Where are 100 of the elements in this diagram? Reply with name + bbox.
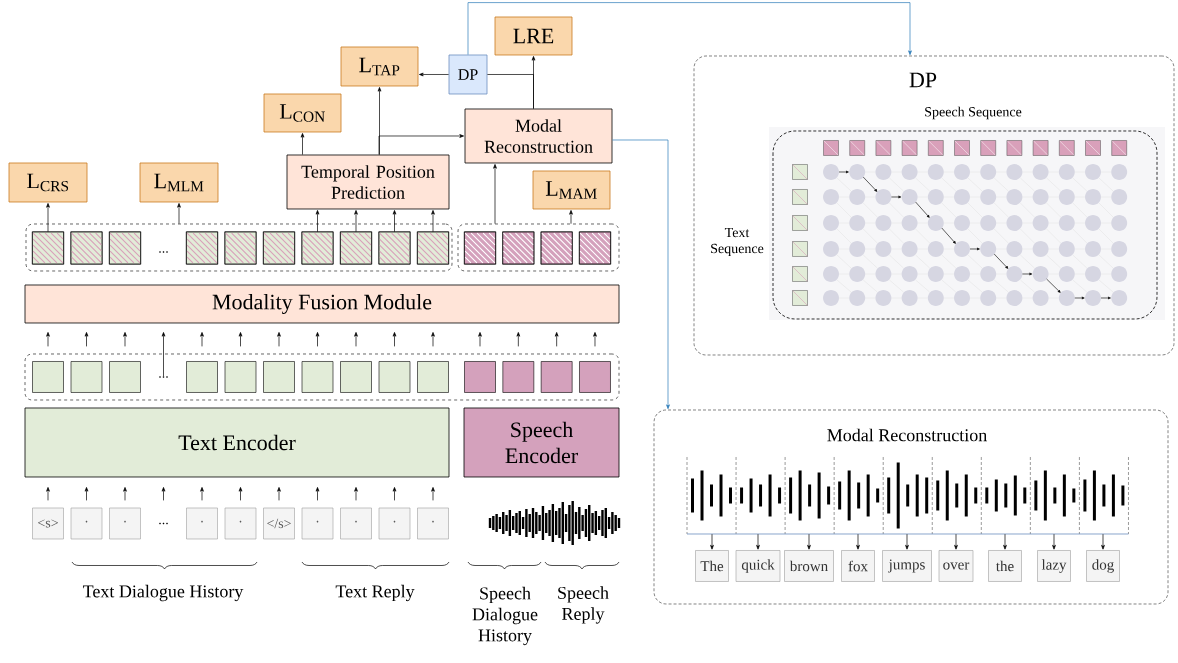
arrow bbox=[710, 533, 714, 550]
input-token-box: </s> bbox=[263, 507, 295, 540]
input-token-box: · bbox=[340, 507, 372, 540]
arrow bbox=[954, 533, 958, 550]
hatched-token bbox=[185, 231, 219, 265]
panel-title: DP bbox=[909, 72, 937, 88]
waveform-segment bbox=[838, 470, 880, 521]
word-box: dog bbox=[1086, 550, 1120, 582]
arrow bbox=[161, 487, 166, 501]
token-square bbox=[340, 361, 372, 393]
arrow bbox=[277, 332, 281, 347]
arrow bbox=[612, 139, 670, 410]
arrow bbox=[46, 332, 50, 347]
input-token-box: · bbox=[186, 507, 218, 540]
word-box: fox bbox=[841, 550, 875, 582]
hatched-token bbox=[463, 231, 497, 265]
encoder-box: Text Encoder bbox=[24, 407, 450, 478]
waveform-segment bbox=[936, 470, 978, 521]
arrow bbox=[392, 210, 397, 233]
hatched-token bbox=[502, 231, 535, 265]
hatched-token bbox=[262, 231, 296, 265]
arrow bbox=[1101, 533, 1105, 550]
arrow bbox=[516, 332, 521, 347]
arrow bbox=[277, 487, 281, 501]
arrow bbox=[1052, 533, 1056, 550]
arrow bbox=[569, 210, 573, 225]
input-token-box: · bbox=[417, 507, 449, 540]
token-square bbox=[579, 361, 611, 393]
arrow bbox=[378, 134, 464, 155]
waveform-segment bbox=[887, 462, 929, 529]
input-token-box: <s> bbox=[32, 507, 64, 540]
waveform-segment bbox=[789, 470, 831, 521]
panel-title: Modal Reconstruction bbox=[827, 428, 987, 442]
word-box: The bbox=[695, 550, 729, 582]
arrow bbox=[419, 72, 449, 77]
arrow bbox=[1003, 533, 1007, 550]
arrow bbox=[315, 487, 320, 501]
loss-box: L$_{CON}$ bbox=[263, 93, 342, 133]
connector-line bbox=[487, 74, 534, 109]
arrow bbox=[123, 332, 127, 347]
token-square bbox=[417, 361, 449, 393]
token-square bbox=[186, 361, 218, 393]
hatched-token bbox=[301, 231, 334, 265]
word-box: brown bbox=[784, 550, 834, 582]
waveform-segment bbox=[985, 475, 1027, 516]
loss-box: L$_{MAM}$ bbox=[532, 170, 611, 210]
waveform-segment bbox=[1034, 470, 1076, 521]
encoder-box: Speech Encoder bbox=[463, 407, 620, 478]
arrow bbox=[84, 487, 89, 501]
dp-box: DP bbox=[448, 54, 488, 95]
brace-label: Text Dialogue History bbox=[83, 584, 244, 602]
arrow bbox=[856, 533, 860, 550]
arrow bbox=[300, 133, 305, 155]
ellipsis: ... bbox=[159, 251, 168, 253]
module-box: Temporal Position Prediction bbox=[286, 154, 450, 210]
arrow bbox=[554, 332, 559, 347]
token-square bbox=[540, 361, 573, 393]
loss-box: L$_{TAP}$ bbox=[340, 46, 419, 87]
arrow bbox=[354, 210, 358, 233]
hatched-token bbox=[416, 231, 450, 265]
hatched-token bbox=[378, 231, 411, 265]
token-square bbox=[32, 361, 64, 393]
word-box: over bbox=[938, 550, 974, 582]
word-box: the bbox=[988, 550, 1022, 582]
arrow bbox=[807, 533, 811, 550]
ellipsis: ... bbox=[159, 522, 168, 525]
arrow bbox=[905, 533, 909, 550]
arrow bbox=[431, 332, 435, 347]
dashed-group-box bbox=[457, 223, 620, 272]
hatched-token bbox=[540, 231, 573, 265]
loss-box: L$_{MLM}$ bbox=[139, 162, 219, 203]
axis-label: Text Sequence bbox=[711, 227, 764, 257]
dashed-group-box bbox=[24, 353, 620, 401]
waveform-segment bbox=[740, 474, 782, 517]
loss-box: LRE bbox=[494, 16, 573, 56]
dashed-group-box bbox=[25, 223, 453, 272]
hatched-token bbox=[70, 231, 103, 265]
input-token-box: · bbox=[301, 507, 334, 540]
arrow bbox=[431, 210, 435, 233]
hatched-token bbox=[108, 231, 142, 265]
token-square bbox=[301, 361, 334, 393]
brace-label: Text Reply bbox=[335, 584, 415, 602]
arrow bbox=[84, 332, 89, 347]
arrow bbox=[431, 487, 435, 501]
arrow bbox=[493, 164, 497, 225]
axis-label: Speech Sequence bbox=[925, 106, 1022, 120]
loss-box: L$_{CRS}$ bbox=[8, 162, 88, 203]
input-token-box: · bbox=[109, 507, 141, 540]
arrow bbox=[177, 203, 181, 225]
arrow bbox=[161, 332, 166, 377]
token-square bbox=[378, 361, 411, 393]
arrow bbox=[46, 487, 50, 501]
arrow bbox=[354, 332, 358, 347]
hatched-token bbox=[224, 231, 257, 265]
hatched-token bbox=[31, 231, 65, 265]
arrow bbox=[354, 487, 358, 501]
arrow bbox=[392, 487, 397, 501]
word-box: jumps bbox=[882, 550, 932, 582]
arrow bbox=[593, 332, 597, 347]
word-box: quick bbox=[735, 550, 781, 582]
